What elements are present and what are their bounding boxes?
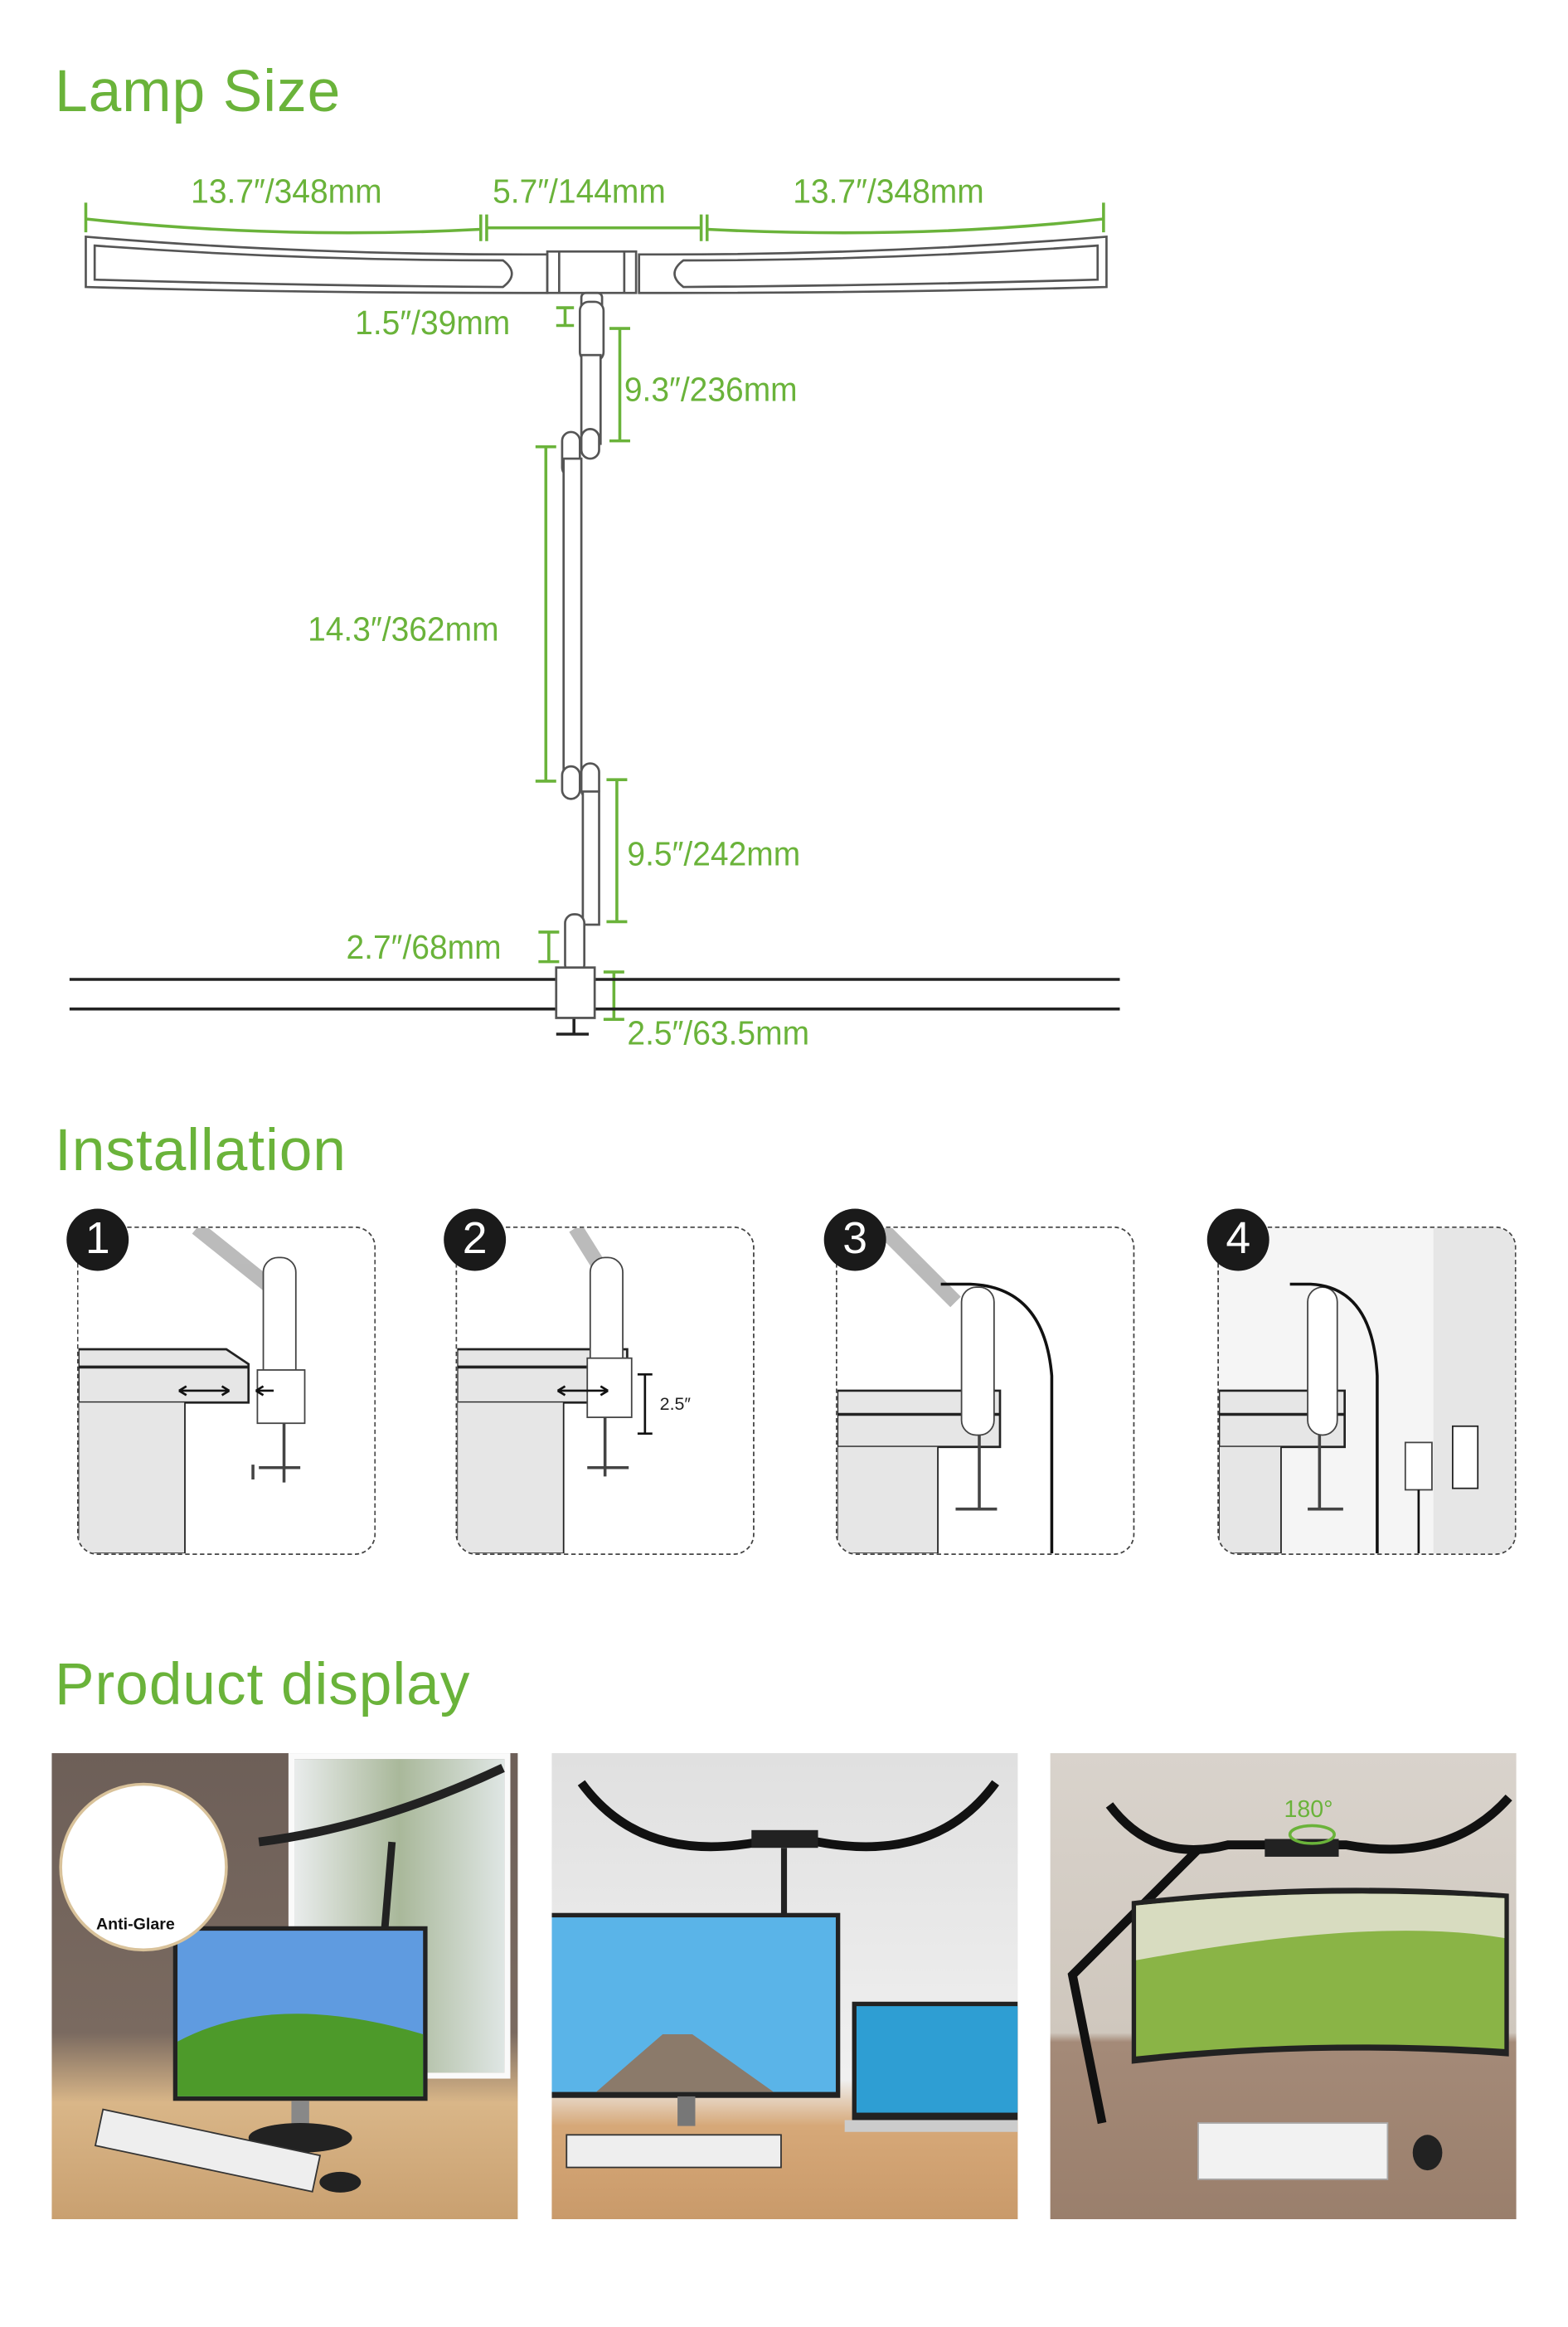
rotation-180-badge: 180° [1284, 1797, 1333, 1823]
dim-joint: 1.5″/39mm [355, 303, 511, 342]
dim-right-arm: 13.7″/348mm [793, 171, 984, 211]
product-photo-home-office: Anti-Glare [51, 1753, 518, 2219]
installation-step-4 [1217, 1226, 1517, 1555]
clamp-step-illustration [457, 1227, 653, 1554]
installation-title: Installation [55, 1118, 347, 1184]
dim-left-arm: 13.7″/348mm [191, 171, 382, 211]
lamp-size-title: Lamp Size [55, 59, 342, 124]
product-photo-curved-monitor: 180° [1050, 1753, 1517, 2219]
clamp-height-annotation: 2.5″ [659, 1393, 692, 1415]
product-photo-dual-monitor [551, 1753, 1018, 2219]
step-number-2: 2 [444, 1208, 507, 1271]
step-number-1: 1 [66, 1208, 129, 1271]
product-display-title: Product display [55, 1652, 471, 1718]
clamp-step-illustration [78, 1227, 306, 1554]
installation-step-2: 2.5″ [455, 1226, 755, 1555]
dim-clamp: 2.5″/63.5mm [627, 1013, 810, 1052]
wall-outlet-step-illustration [1219, 1227, 1515, 1554]
installation-step-3 [835, 1226, 1135, 1555]
step-number-4: 4 [1206, 1208, 1269, 1271]
step-number-3: 3 [823, 1208, 886, 1271]
dim-middle-arm: 14.3″/362mm [308, 610, 499, 649]
dim-lower-arm: 9.5″/242mm [627, 834, 801, 873]
dim-upper-arm: 9.3″/236mm [624, 370, 798, 409]
power-cable-step-illustration [837, 1227, 1054, 1554]
lamp-photo-illustration [551, 1780, 1018, 2169]
installation-step-1 [76, 1226, 376, 1555]
lamp-dimension-diagram [69, 202, 1120, 1036]
dim-base-post: 2.7″/68mm [346, 927, 502, 966]
dim-center: 5.7″/144mm [493, 171, 666, 211]
anti-glare-badge: Anti-Glare [95, 1916, 175, 1934]
lamp-photo-illustration [1067, 1795, 1512, 2180]
lamp-photo-illustration [94, 1764, 505, 2193]
